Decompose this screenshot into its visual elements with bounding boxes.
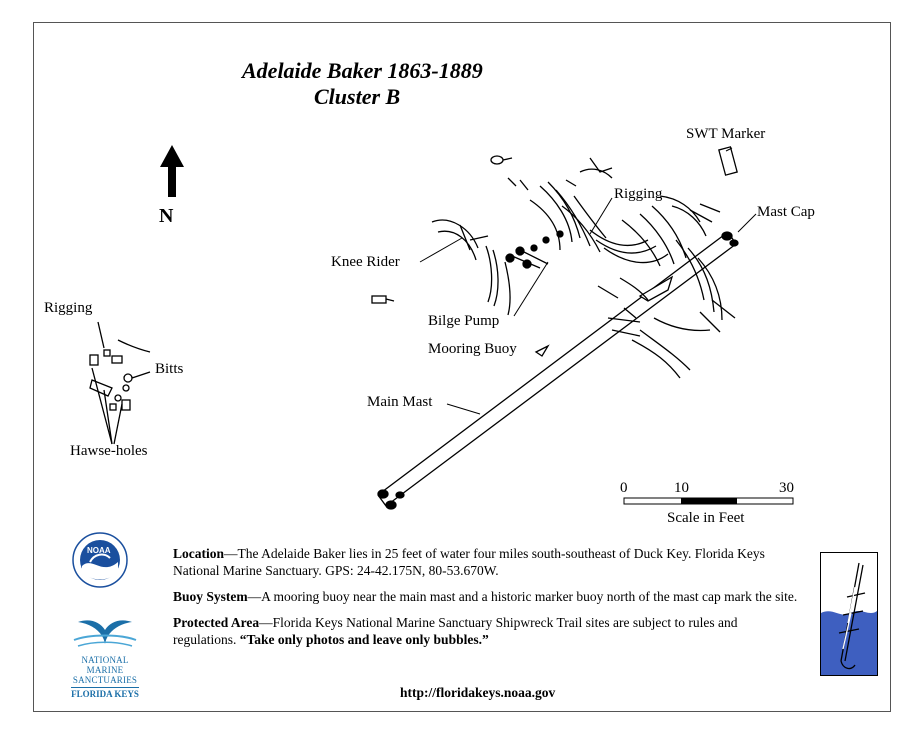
label-mast-cap: Mast Cap	[757, 204, 815, 220]
leader-lines	[419, 147, 757, 415]
scale-caption: Scale in Feet	[667, 510, 745, 526]
small-fittings-drawing	[371, 146, 738, 357]
scale-tick-30: 30	[779, 480, 794, 496]
nms-text-1: NATIONAL MARINE	[81, 655, 129, 675]
whale-tail-icon	[73, 620, 137, 647]
main-mast-drawing	[377, 231, 737, 507]
site-info: Location—The Adelaide Baker lies in 25 f…	[173, 545, 803, 657]
noaa-logo: NOAA	[72, 532, 128, 588]
label-swt-marker: SWT Marker	[686, 126, 766, 142]
bow-cluster-drawing	[89, 321, 151, 445]
label-rigging-top: Rigging	[614, 186, 663, 202]
map-title: Adelaide Baker 1863-1889 Cluster B	[230, 58, 483, 110]
shipwreck-trail-logo	[820, 552, 878, 676]
nms-text-3: FLORIDA KEYS	[71, 687, 139, 699]
label-bitts: Bitts	[155, 361, 184, 377]
info-protected-area: Protected Area—Florida Keys National Mar…	[173, 615, 738, 647]
national-marine-sanctuaries-logo: NATIONAL MARINE SANCTUARIES FLORIDA KEYS	[65, 600, 145, 699]
scale-bar-drawing	[623, 497, 794, 505]
hull-debris-drawing	[431, 168, 736, 379]
label-mooring-buoy: Mooring Buoy	[428, 341, 517, 357]
website-link[interactable]: http://floridakeys.noaa.gov	[400, 685, 556, 700]
map-frame	[33, 22, 891, 712]
title-line-1: Adelaide Baker 1863-1889	[242, 58, 483, 83]
scale-tick-0: 0	[620, 480, 628, 496]
label-hawse-holes: Hawse-holes	[70, 443, 148, 459]
label-knee-rider: Knee Rider	[331, 254, 400, 270]
north-label: N	[159, 205, 174, 227]
noaa-logo-text: NOAA	[87, 546, 111, 555]
info-location: Location—The Adelaide Baker lies in 25 f…	[173, 546, 765, 578]
label-main-mast: Main Mast	[367, 394, 433, 410]
label-rigging-left: Rigging	[44, 300, 93, 316]
info-buoy-system: Buoy System—A mooring buoy near the main…	[173, 589, 798, 604]
north-arrow-icon	[160, 145, 184, 230]
scale-bar: 0 10 30 Scale in Feet	[612, 480, 812, 530]
label-bilge-pump: Bilge Pump	[428, 313, 500, 329]
title-line-2: Cluster B	[314, 84, 401, 109]
nms-text-2: SANCTUARIES	[72, 675, 138, 685]
scale-tick-10: 10	[674, 480, 689, 496]
